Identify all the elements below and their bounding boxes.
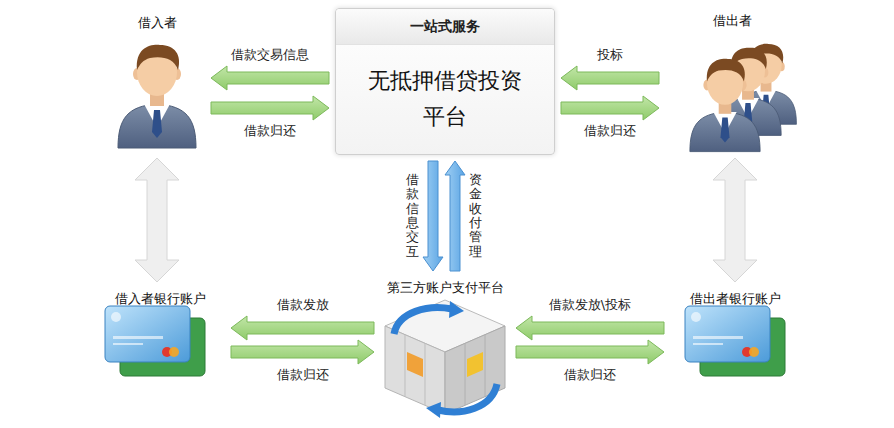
bank-account-node: 借入者银行账户 xyxy=(95,288,225,383)
block-arrow xyxy=(516,316,664,340)
edge-label: 投标 xyxy=(597,47,623,63)
node-title: 一站式服务 xyxy=(336,9,554,45)
lender-node: 借出者 xyxy=(665,10,800,152)
block-arrow xyxy=(561,96,659,120)
edge-label: 借款归还 xyxy=(244,123,296,139)
lender-figure xyxy=(690,59,760,152)
block-arrow xyxy=(516,340,664,364)
edge-label: 借款交易信息 xyxy=(231,47,309,63)
block-arrow xyxy=(445,161,465,271)
block-arrow xyxy=(211,66,329,90)
bank-account-node: 借出者银行账户 xyxy=(670,288,800,383)
borrower-figure xyxy=(118,45,196,148)
node-title: 借入者银行账户 xyxy=(115,291,206,307)
node-title: 第三方账户支付平台 xyxy=(387,280,504,296)
node-body: 无抵押借贷投资 平台 xyxy=(357,63,533,135)
borrower-node: 借入者 xyxy=(110,12,205,152)
block-arrow xyxy=(231,340,374,364)
edge-label: 借款归还 xyxy=(584,123,636,139)
block-arrow xyxy=(211,96,329,120)
block-arrow xyxy=(713,158,757,282)
edge-label: 资金收付管理 xyxy=(469,173,482,259)
platform-box: 一站式服务无抵押借贷投资 平台 xyxy=(335,8,555,155)
payment-platform-node: 第三方账户支付平台 xyxy=(380,277,510,420)
block-arrow xyxy=(135,158,179,282)
payment-cube-icon xyxy=(385,300,505,418)
block-arrow xyxy=(561,66,659,90)
edge-label: 借款发放\投标 xyxy=(549,297,631,313)
node-title: 借出者银行账户 xyxy=(690,291,781,307)
node-title: 借入者 xyxy=(138,15,177,31)
edge-label: 借款信息交互 xyxy=(406,173,419,259)
block-arrow xyxy=(231,316,374,340)
edge-label: 借款归还 xyxy=(564,367,616,383)
edge-label: 借款发放 xyxy=(277,297,329,313)
bank-card-icon xyxy=(105,306,205,376)
bank-card-icon xyxy=(685,306,785,376)
node-title: 借出者 xyxy=(713,13,752,29)
block-arrow xyxy=(423,161,443,271)
edge-label: 借款归还 xyxy=(277,367,329,383)
